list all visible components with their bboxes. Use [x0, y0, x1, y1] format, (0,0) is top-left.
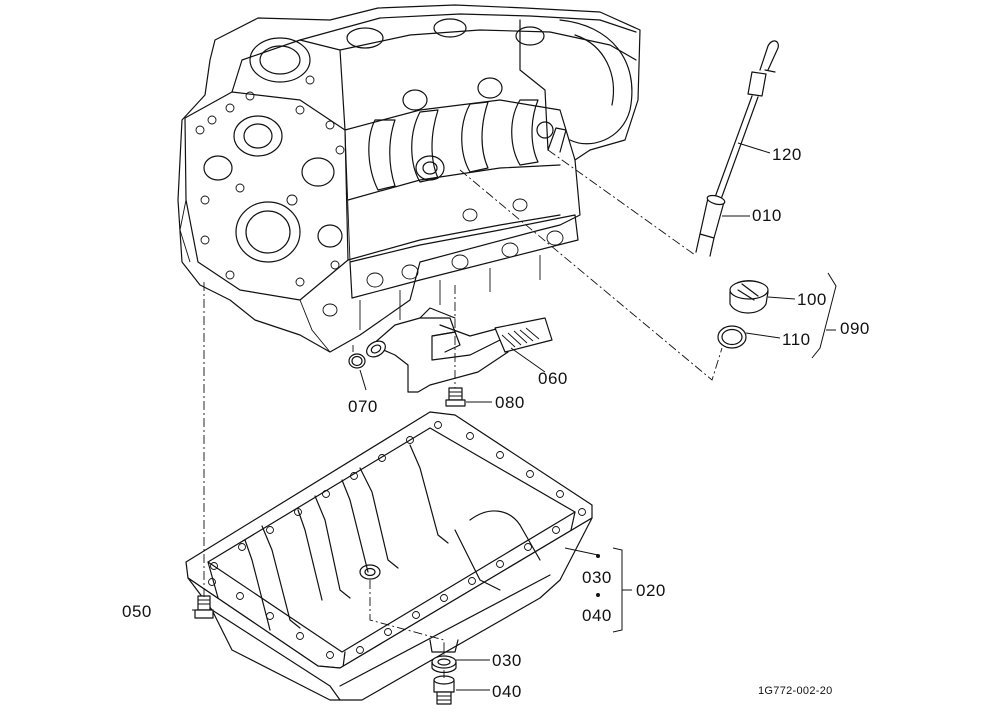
- callout-080: 080: [495, 393, 525, 412]
- dot-030: [596, 554, 600, 558]
- oil-pan: [185, 411, 593, 701]
- oil-filler-cap: [729, 280, 769, 314]
- leader-lines: [192, 142, 837, 691]
- oil-strainer-pipe: [366, 307, 553, 393]
- callout-040-upper: 040: [582, 606, 612, 625]
- drawing-reference-code: 1G772-002-20: [758, 685, 833, 697]
- callout-010: 010: [752, 206, 782, 225]
- callout-060: 060: [538, 369, 568, 388]
- drain-plug: [433, 675, 455, 705]
- callout-100: 100: [797, 290, 827, 309]
- engine-block: [177, 4, 641, 353]
- dot-040: [596, 593, 600, 597]
- drain-gasket: [431, 655, 457, 674]
- callout-030-lower: 030: [492, 651, 522, 670]
- callout-040-lower: 040: [492, 682, 522, 701]
- callout-120: 120: [772, 145, 802, 164]
- dipstick: [713, 40, 779, 203]
- o-ring-110: [717, 325, 747, 349]
- assembly-centerlines: [203, 149, 723, 678]
- callout-050: 050: [122, 602, 152, 621]
- bolt-080: [445, 387, 466, 407]
- callout-110: 110: [782, 330, 811, 349]
- callout-020: 020: [636, 581, 666, 600]
- dipstick-guide: [695, 194, 726, 257]
- callout-030-upper: 030: [582, 568, 612, 587]
- callout-090: 090: [840, 319, 870, 338]
- callout-labels: 120 010 100 110 090 060 070 080 030 040 …: [122, 145, 870, 701]
- bolt-050: [194, 595, 214, 619]
- o-ring-070: [348, 353, 366, 369]
- callout-070: 070: [348, 397, 378, 416]
